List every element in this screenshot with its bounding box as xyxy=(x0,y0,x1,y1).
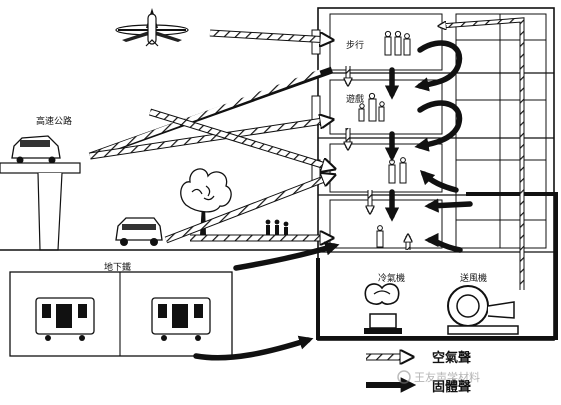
chiller-label: 冷氣機 xyxy=(378,272,405,284)
highway-bridge xyxy=(0,162,81,251)
chiller-icon xyxy=(364,283,402,334)
walking-label: 步行 xyxy=(346,39,364,51)
airplane-icon xyxy=(115,8,189,47)
ground-car-icon xyxy=(115,217,163,246)
legend-structure-label: 固體聲 xyxy=(432,379,471,395)
highway-label: 高速公路 xyxy=(36,115,72,127)
blower-icon xyxy=(447,285,519,335)
legend-airborne-label: 空氣聲 xyxy=(432,350,471,366)
legend: 空氣聲 固體聲 xyxy=(366,350,471,395)
pedestrians-icon xyxy=(265,219,289,241)
subway-train-right-icon xyxy=(151,297,211,341)
subway-label: 地下鐵 xyxy=(104,261,131,273)
walking-people-icon xyxy=(384,30,411,56)
playing-children-icon xyxy=(358,92,385,122)
blower-label: 送風機 xyxy=(460,272,487,284)
tree-icon xyxy=(180,168,232,235)
watermark: 王友声学材料 xyxy=(397,370,480,384)
watermark-text: 王友声学材料 xyxy=(414,370,480,384)
structure-sound-paths xyxy=(193,40,473,361)
building xyxy=(311,7,558,341)
subway-train-left-icon xyxy=(35,297,95,341)
floor4-person-icon xyxy=(376,225,384,248)
highway-car-icon xyxy=(11,135,61,164)
playing-label: 遊戲 xyxy=(346,93,364,105)
airborne-sound-paths xyxy=(88,17,525,290)
floor3-people-icon xyxy=(388,157,407,184)
